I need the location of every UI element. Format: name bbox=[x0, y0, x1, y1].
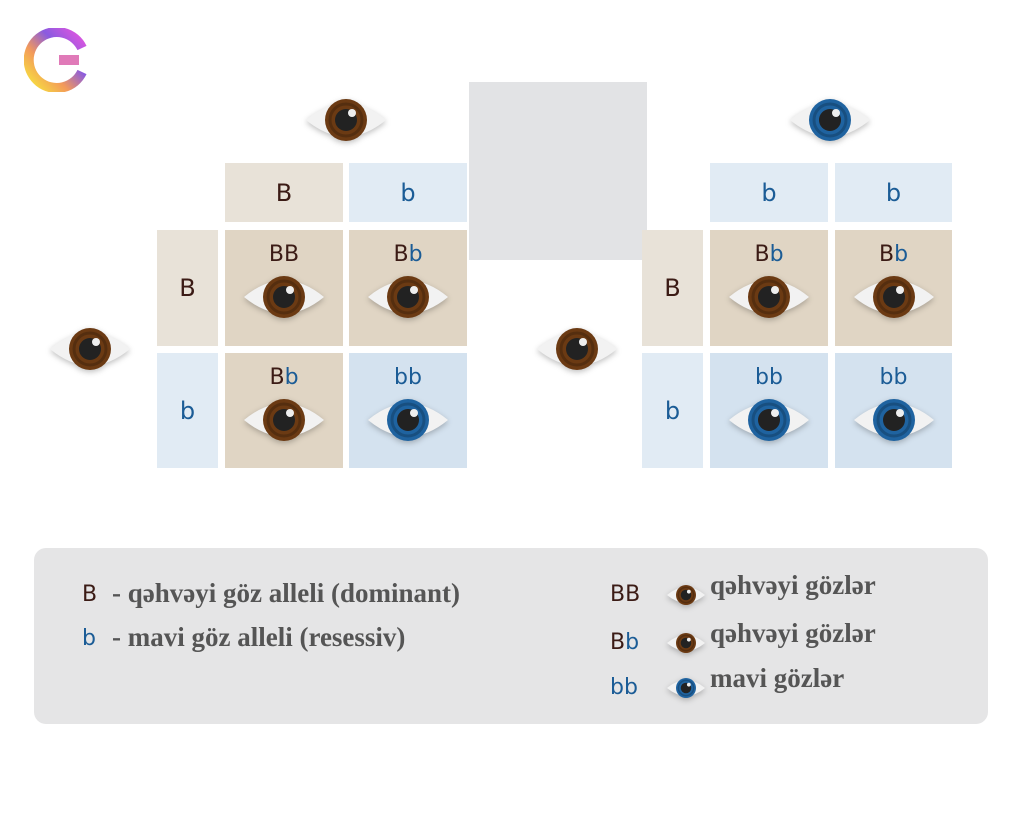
col-header: B bbox=[225, 163, 343, 222]
offspring-cell: Bb bbox=[225, 353, 343, 468]
allele: b bbox=[893, 365, 908, 390]
genotype-label: Bb bbox=[349, 242, 467, 267]
legend-genotype: Bb bbox=[610, 630, 639, 655]
legend-eye-icon bbox=[666, 631, 706, 659]
genotype-label: bb bbox=[349, 365, 467, 390]
allele: b bbox=[408, 242, 423, 267]
genotype-label: bb bbox=[835, 365, 952, 390]
legend-genotype: bb bbox=[610, 675, 638, 700]
parent-left-eye-icon bbox=[535, 324, 619, 378]
legend-phenotype-text: qəhvəyi gözlər bbox=[710, 618, 876, 648]
offspring-eye-icon bbox=[242, 395, 326, 451]
allele: B bbox=[610, 630, 626, 655]
allele: B bbox=[610, 582, 626, 607]
genotype-label: bb bbox=[710, 365, 828, 390]
row-header: b bbox=[642, 353, 703, 468]
genotype-label: Bb bbox=[225, 365, 343, 390]
legend-phenotype-text: qəhvəyi gözlər bbox=[710, 570, 876, 600]
col-header: b bbox=[710, 163, 828, 222]
offspring-eye-icon bbox=[366, 272, 450, 328]
offspring-cell: bb bbox=[835, 353, 952, 468]
legend-eye-icon bbox=[666, 583, 706, 611]
placeholder-box bbox=[469, 82, 647, 260]
allele: b bbox=[755, 365, 769, 390]
parent-top-eye-icon bbox=[788, 95, 872, 149]
legend-box: B - qəhvəyi göz alleli (dominant) b - ma… bbox=[34, 548, 988, 724]
allele: b bbox=[284, 365, 299, 390]
col-header: b bbox=[835, 163, 952, 222]
allele: B bbox=[754, 242, 770, 267]
offspring-eye-icon bbox=[366, 395, 450, 451]
allele: B bbox=[625, 582, 641, 607]
allele: b bbox=[623, 675, 638, 700]
allele: B bbox=[268, 242, 284, 267]
row-header: b bbox=[157, 353, 218, 468]
legend-allele-symbol: B bbox=[82, 582, 98, 607]
row-header: B bbox=[642, 230, 703, 346]
offspring-cell: Bb bbox=[835, 230, 952, 346]
legend-allele-text: - qəhvəyi göz alleli (dominant) bbox=[112, 578, 460, 608]
offspring-eye-icon bbox=[852, 395, 936, 451]
row-header: B bbox=[157, 230, 218, 346]
allele: b bbox=[769, 242, 784, 267]
allele: b bbox=[394, 365, 408, 390]
offspring-cell: BB bbox=[225, 230, 343, 346]
legend-eye-icon bbox=[666, 676, 706, 704]
parent-top-eye-icon bbox=[304, 95, 388, 149]
allele: b bbox=[408, 365, 422, 390]
offspring-eye-icon bbox=[727, 395, 811, 451]
allele: B bbox=[393, 242, 409, 267]
allele: b bbox=[879, 365, 894, 390]
offspring-eye-icon bbox=[727, 272, 811, 328]
legend-allele-symbol: b bbox=[82, 626, 96, 651]
legend-allele-text: - mavi göz alleli (resessiv) bbox=[112, 622, 406, 652]
offspring-cell: Bb bbox=[710, 230, 828, 346]
col-header: b bbox=[349, 163, 467, 222]
allele: b bbox=[625, 630, 640, 655]
legend-phenotype-text: mavi gözlər bbox=[710, 663, 845, 693]
allele: b bbox=[610, 675, 624, 700]
allele: B bbox=[284, 242, 300, 267]
genotype-label: Bb bbox=[710, 242, 828, 267]
legend-genotype: BB bbox=[610, 582, 640, 607]
genotype-label: Bb bbox=[835, 242, 952, 267]
allele: B bbox=[269, 365, 285, 390]
parent-left-eye-icon bbox=[48, 324, 132, 378]
allele: b bbox=[769, 365, 783, 390]
allele: b bbox=[894, 242, 909, 267]
genotype-label: BB bbox=[225, 242, 343, 267]
logo bbox=[23, 27, 88, 93]
offspring-cell: Bb bbox=[349, 230, 467, 346]
allele: B bbox=[878, 242, 895, 267]
offspring-eye-icon bbox=[852, 272, 936, 328]
offspring-cell: bb bbox=[349, 353, 467, 468]
offspring-cell: bb bbox=[710, 353, 828, 468]
offspring-eye-icon bbox=[242, 272, 326, 328]
